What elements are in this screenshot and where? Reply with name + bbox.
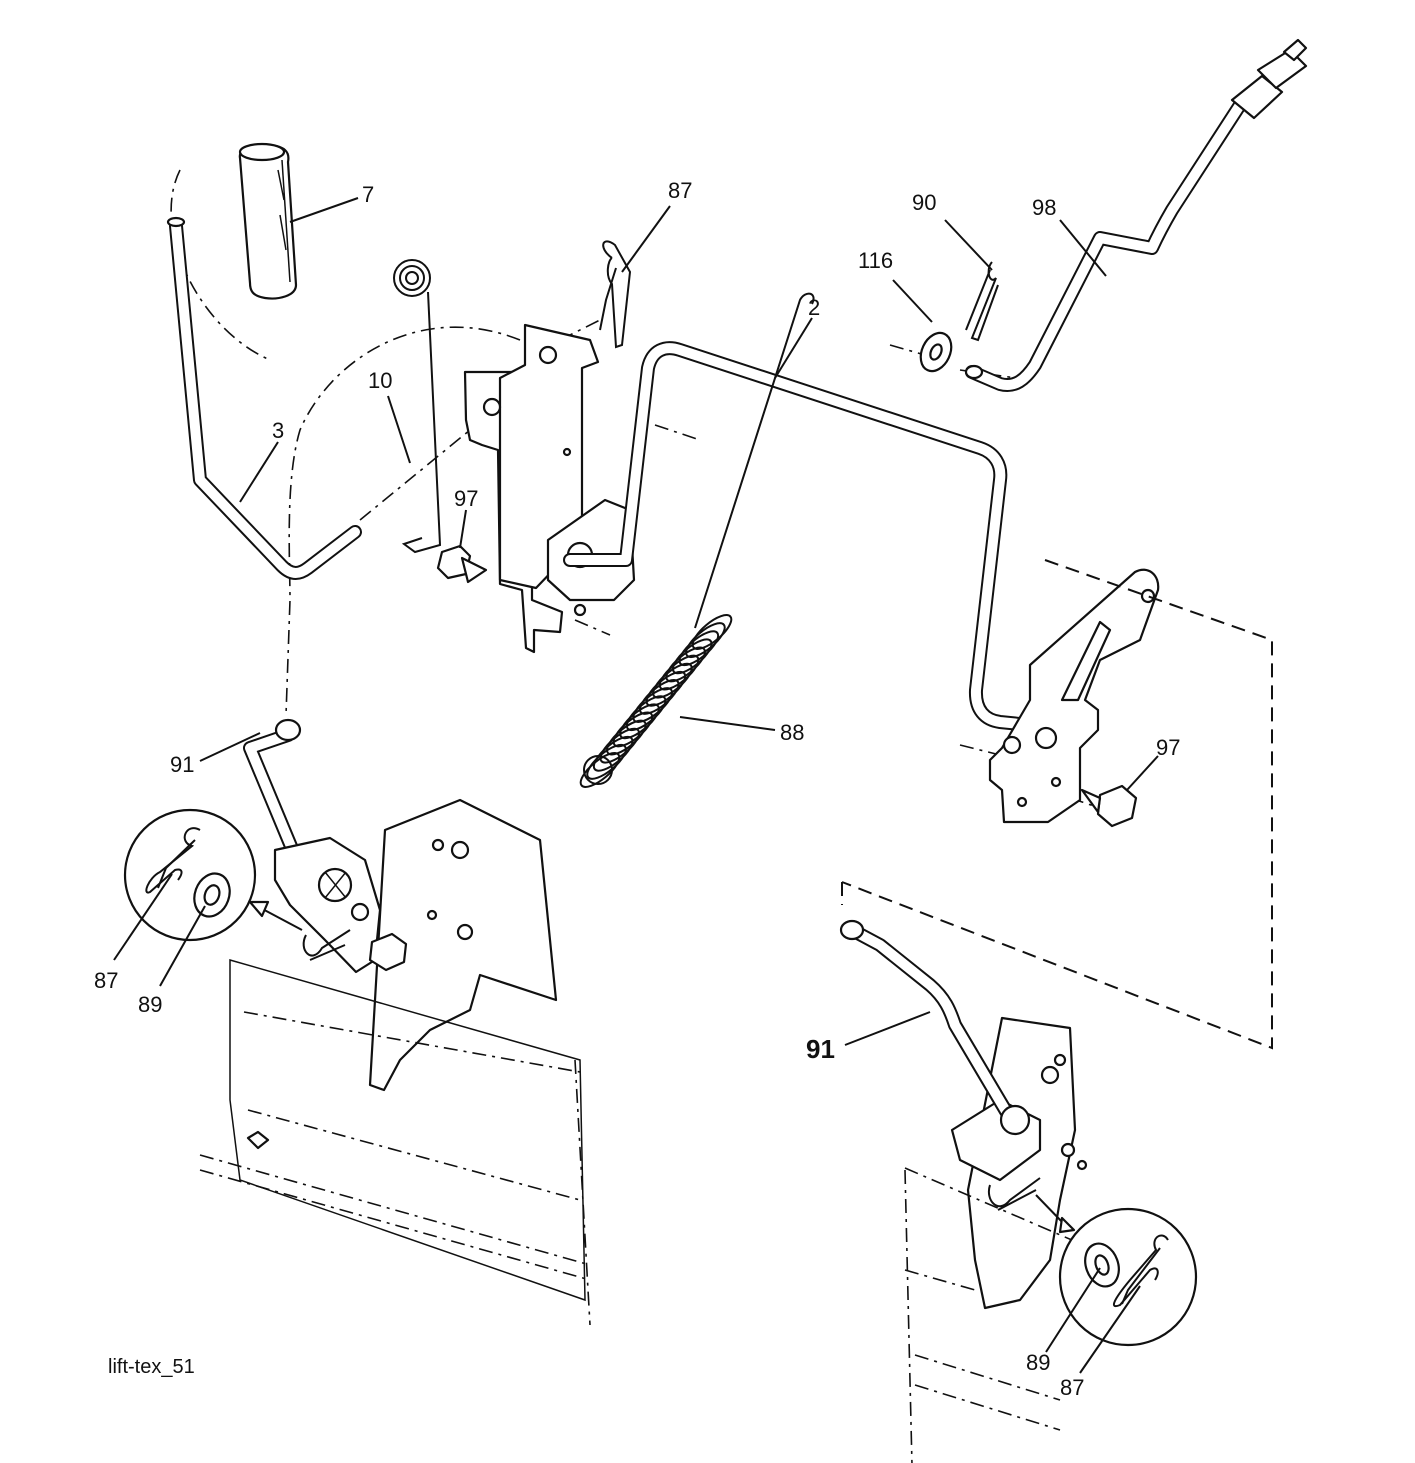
callout-7: 7 [362, 182, 374, 207]
part-90-hairpin [965, 261, 999, 342]
spring-coil [579, 752, 621, 788]
callout-97-right: 97 [1156, 735, 1180, 760]
callout-2: 2 [808, 295, 820, 320]
part-98-adjustment-rod [964, 38, 1308, 392]
callout-91-right: 91 [806, 1034, 835, 1064]
part-2-lift-shaft [563, 341, 1037, 732]
part-116-washer [919, 331, 953, 373]
callout-89-left: 89 [138, 992, 162, 1017]
callout-10: 10 [368, 368, 392, 393]
part-87-hairpin-top [599, 240, 632, 349]
center-bracket [463, 323, 636, 654]
part-88-extension-spring [579, 292, 815, 788]
leader-lines [113, 197, 1159, 1374]
detail-circle-left [123, 808, 303, 942]
callout-90: 90 [912, 190, 936, 215]
part-3-lift-handle [166, 216, 362, 580]
part-97-bolt-right [1080, 784, 1138, 828]
part-97-bolt-left [436, 544, 488, 584]
part-91-lift-link-left [243, 718, 408, 974]
callout-87-top: 87 [668, 178, 692, 203]
callout-87-left: 87 [94, 968, 118, 993]
part-91-lift-link-right [839, 919, 1031, 1136]
part-10-torsion-spring [393, 259, 442, 554]
callout-87-right: 87 [1060, 1375, 1084, 1400]
callout-98: 98 [1032, 195, 1056, 220]
callout-89-right: 89 [1026, 1350, 1050, 1375]
part-7-grip [238, 142, 298, 300]
callout-116: 116 [858, 248, 893, 273]
callout-91-left: 91 [170, 752, 194, 777]
drawing-file-id: lift-tex_51 [108, 1356, 195, 1378]
callout-97-left: 97 [454, 486, 478, 511]
callout-labels: 7 87 90 98 116 2 10 3 97 88 97 91 87 89 … [94, 178, 1180, 1400]
callout-88: 88 [780, 720, 804, 745]
right-lift-bracket [988, 568, 1160, 824]
left-lower-assembly [199, 798, 591, 1326]
callout-3: 3 [272, 418, 284, 443]
dashed-mounting-frames [841, 559, 1273, 1050]
